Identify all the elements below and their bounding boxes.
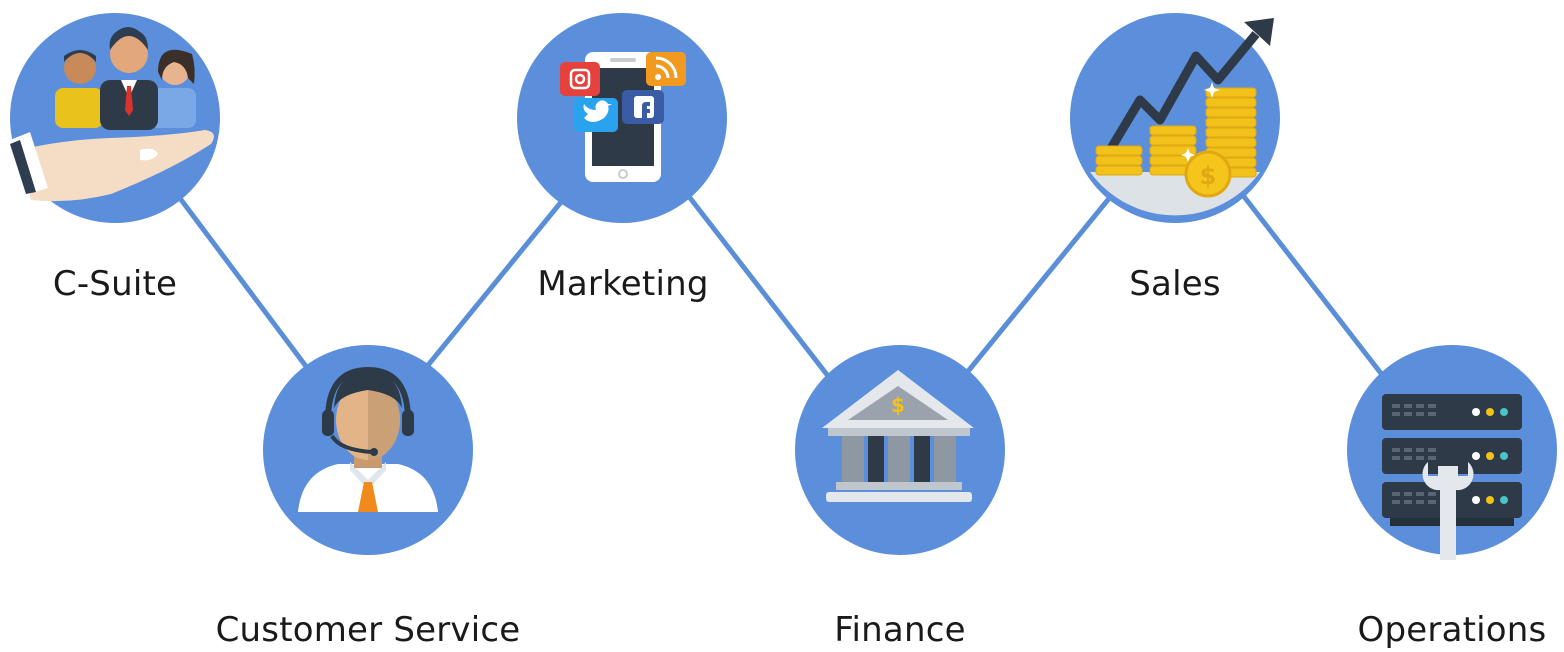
- connector-customer-service-marketing: [417, 182, 578, 378]
- connector-finance-sales: [962, 182, 1123, 378]
- connector-sales-operations: [1232, 182, 1393, 388]
- node-label-sales: Sales: [1129, 264, 1221, 304]
- svg-text:$: $: [1200, 162, 1217, 190]
- node-label-operations: Operations: [1357, 610, 1547, 650]
- node-sales: $: [1070, 13, 1280, 223]
- node-operations: [1347, 345, 1557, 560]
- node-csuite: [10, 13, 220, 223]
- svg-text:$: $: [891, 393, 905, 417]
- connector-marketing-finance: [677, 182, 838, 388]
- executives-in-hand-icon: [10, 27, 214, 202]
- bank-building-icon: $: [822, 370, 974, 502]
- node-label-finance: Finance: [834, 610, 966, 650]
- node-marketing: [517, 13, 727, 223]
- growth-coins-chart-icon: $: [1090, 18, 1274, 216]
- connector-csuite-customer-service: [167, 182, 323, 388]
- social-media-phone-icon: [560, 52, 686, 182]
- node-finance: $: [795, 345, 1005, 555]
- server-wrench-icon: [1382, 394, 1522, 560]
- node-label-csuite: C-Suite: [52, 264, 178, 304]
- node-label-customer-service: Customer Service: [215, 610, 521, 650]
- node-customer-service: [263, 345, 473, 555]
- node-label-marketing: Marketing: [537, 264, 709, 304]
- headset-agent-icon: [298, 366, 438, 512]
- connectors: [167, 182, 1393, 388]
